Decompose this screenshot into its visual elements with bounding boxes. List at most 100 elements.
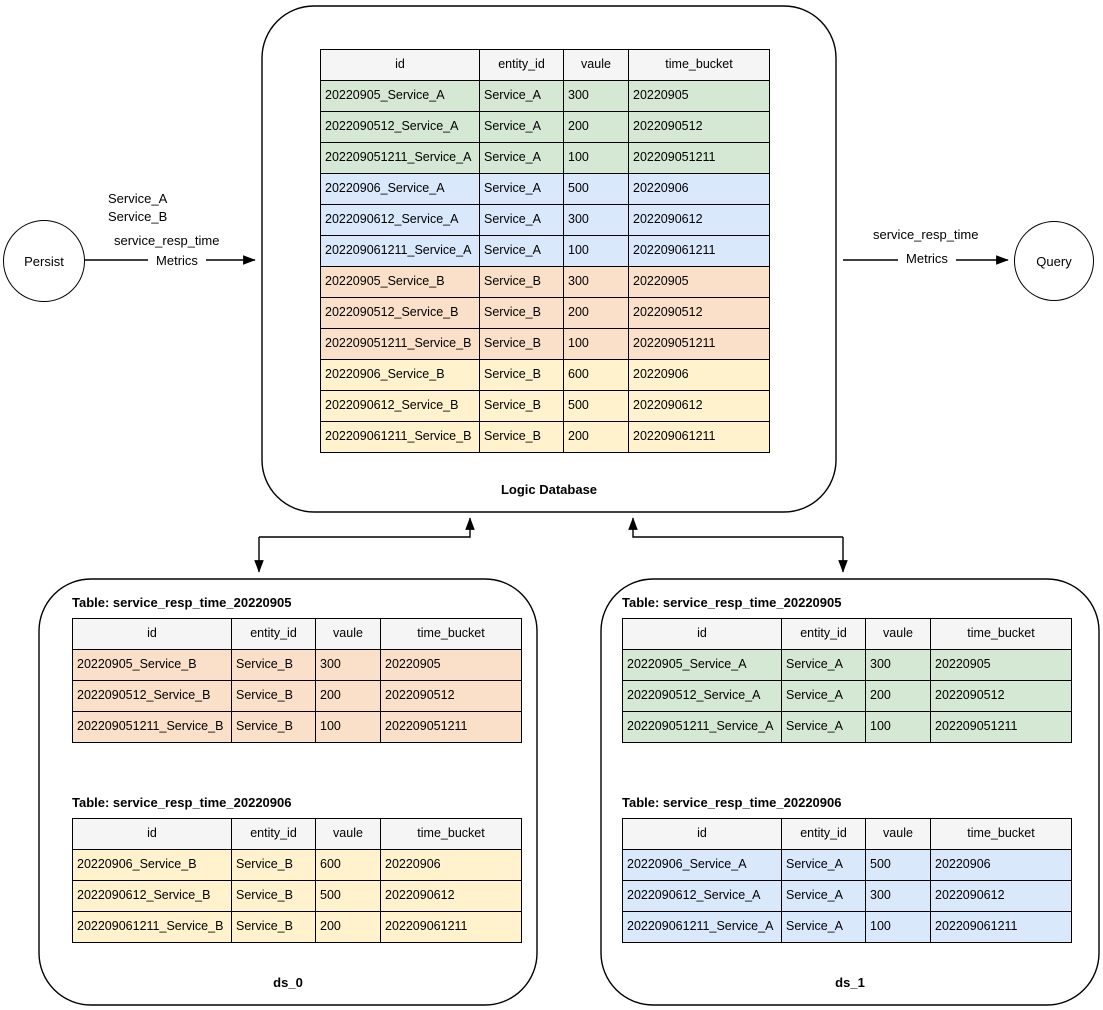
cell-entity_id: Service_A xyxy=(479,111,564,143)
cell-vaule: 500 xyxy=(315,880,381,912)
cell-id: 2022090512_Service_A xyxy=(320,111,480,143)
cell-vaule: 500 xyxy=(563,173,629,205)
cell-entity_id: Service_A xyxy=(781,880,866,912)
cell-time_bucket: 20220905 xyxy=(380,649,522,681)
column-header-id: id xyxy=(72,818,232,850)
edge-ds0-up-to-database xyxy=(259,517,475,538)
cell-entity_id: Service_A xyxy=(781,849,866,881)
cell-id: 20220906_Service_B xyxy=(72,849,232,881)
cell-entity_id: Service_A xyxy=(479,80,564,112)
cell-time_bucket: 2022090512 xyxy=(930,680,1072,712)
cell-time_bucket: 202209051211 xyxy=(380,711,522,743)
column-header-vaule: vaule xyxy=(563,49,629,81)
cell-id: 202209061211_Service_B xyxy=(320,421,480,453)
edge-persist-metric-name-label: service_resp_time xyxy=(114,233,220,248)
cell-entity_id: Service_B xyxy=(231,711,316,743)
edge-persist-metrics-label: Metrics xyxy=(148,252,206,270)
column-header-time_bucket: time_bucket xyxy=(930,818,1072,850)
edge-ds1-up-to-database xyxy=(628,517,843,538)
column-header-time_bucket: time_bucket xyxy=(380,818,522,850)
cell-vaule: 100 xyxy=(315,711,381,743)
cell-time_bucket: 202209051211 xyxy=(628,142,770,174)
cell-time_bucket: 2022090512 xyxy=(628,111,770,143)
column-header-entity_id: entity_id xyxy=(781,818,866,850)
ds1-table-1-caption-text: Table: service_resp_time_20220906 xyxy=(622,795,842,810)
cell-entity_id: Service_A xyxy=(479,173,564,205)
edge-persist-entity-label: Service_A Service_B xyxy=(108,191,168,224)
cell-id: 20220905_Service_A xyxy=(320,80,480,112)
cell-entity_id: Service_B xyxy=(231,911,316,943)
ds1-table-1-caption: Table: service_resp_time_20220906 xyxy=(622,795,841,811)
cell-vaule: 200 xyxy=(315,911,381,943)
cell-time_bucket: 2022090612 xyxy=(628,390,770,422)
cell-vaule: 100 xyxy=(563,328,629,360)
node-persist[interactable]: Persist xyxy=(3,220,85,302)
cell-id: 2022090612_Service_A xyxy=(320,204,480,236)
cell-time_bucket: 20220906 xyxy=(628,173,770,205)
cell-vaule: 200 xyxy=(563,421,629,453)
cell-id: 2022090512_Service_B xyxy=(320,297,480,329)
cell-entity_id: Service_B xyxy=(479,390,564,422)
cell-time_bucket: 2022090612 xyxy=(930,880,1072,912)
cell-vaule: 100 xyxy=(563,142,629,174)
cell-id: 2022090612_Service_B xyxy=(320,390,480,422)
cell-time_bucket: 20220905 xyxy=(628,80,770,112)
column-header-entity_id: entity_id xyxy=(781,618,866,650)
cell-time_bucket: 202209051211 xyxy=(628,328,770,360)
cell-vaule: 200 xyxy=(563,297,629,329)
cell-time_bucket: 2022090612 xyxy=(628,204,770,236)
node-query[interactable]: Query xyxy=(1014,221,1094,301)
cell-vaule: 500 xyxy=(563,390,629,422)
cell-id: 2022090612_Service_A xyxy=(622,880,782,912)
cell-time_bucket: 2022090612 xyxy=(380,880,522,912)
cell-entity_id: Service_B xyxy=(479,266,564,298)
cell-entity_id: Service_B xyxy=(479,328,564,360)
cell-vaule: 600 xyxy=(315,849,381,881)
cell-vaule: 300 xyxy=(865,649,931,681)
cell-vaule: 300 xyxy=(563,204,629,236)
ds1-table-0-caption-text: Table: service_resp_time_20220905 xyxy=(622,595,842,610)
cell-vaule: 300 xyxy=(563,80,629,112)
cell-vaule: 200 xyxy=(865,680,931,712)
column-header-entity_id: entity_id xyxy=(231,818,316,850)
cell-id: 202209051211_Service_B xyxy=(72,711,232,743)
cell-id: 202209061211_Service_B xyxy=(72,911,232,943)
cell-time_bucket: 202209061211 xyxy=(380,911,522,943)
column-header-id: id xyxy=(622,618,782,650)
column-header-vaule: vaule xyxy=(315,818,381,850)
cell-id: 2022090512_Service_B xyxy=(72,680,232,712)
cell-entity_id: Service_B xyxy=(231,680,316,712)
ds0-table-1-caption-text: Table: service_resp_time_20220906 xyxy=(72,795,292,810)
cell-vaule: 300 xyxy=(865,880,931,912)
cell-entity_id: Service_A xyxy=(781,911,866,943)
cell-time_bucket: 202209051211 xyxy=(930,711,1072,743)
cell-entity_id: Service_B xyxy=(231,649,316,681)
column-header-vaule: vaule xyxy=(865,818,931,850)
cell-vaule: 500 xyxy=(865,849,931,881)
cell-vaule: 100 xyxy=(865,711,931,743)
cell-entity_id: Service_A xyxy=(479,204,564,236)
column-header-vaule: vaule xyxy=(865,618,931,650)
cell-time_bucket: 20220906 xyxy=(628,359,770,391)
ds0-table-0-caption: Table: service_resp_time_20220905 xyxy=(72,595,291,611)
cell-id: 20220906_Service_A xyxy=(622,849,782,881)
